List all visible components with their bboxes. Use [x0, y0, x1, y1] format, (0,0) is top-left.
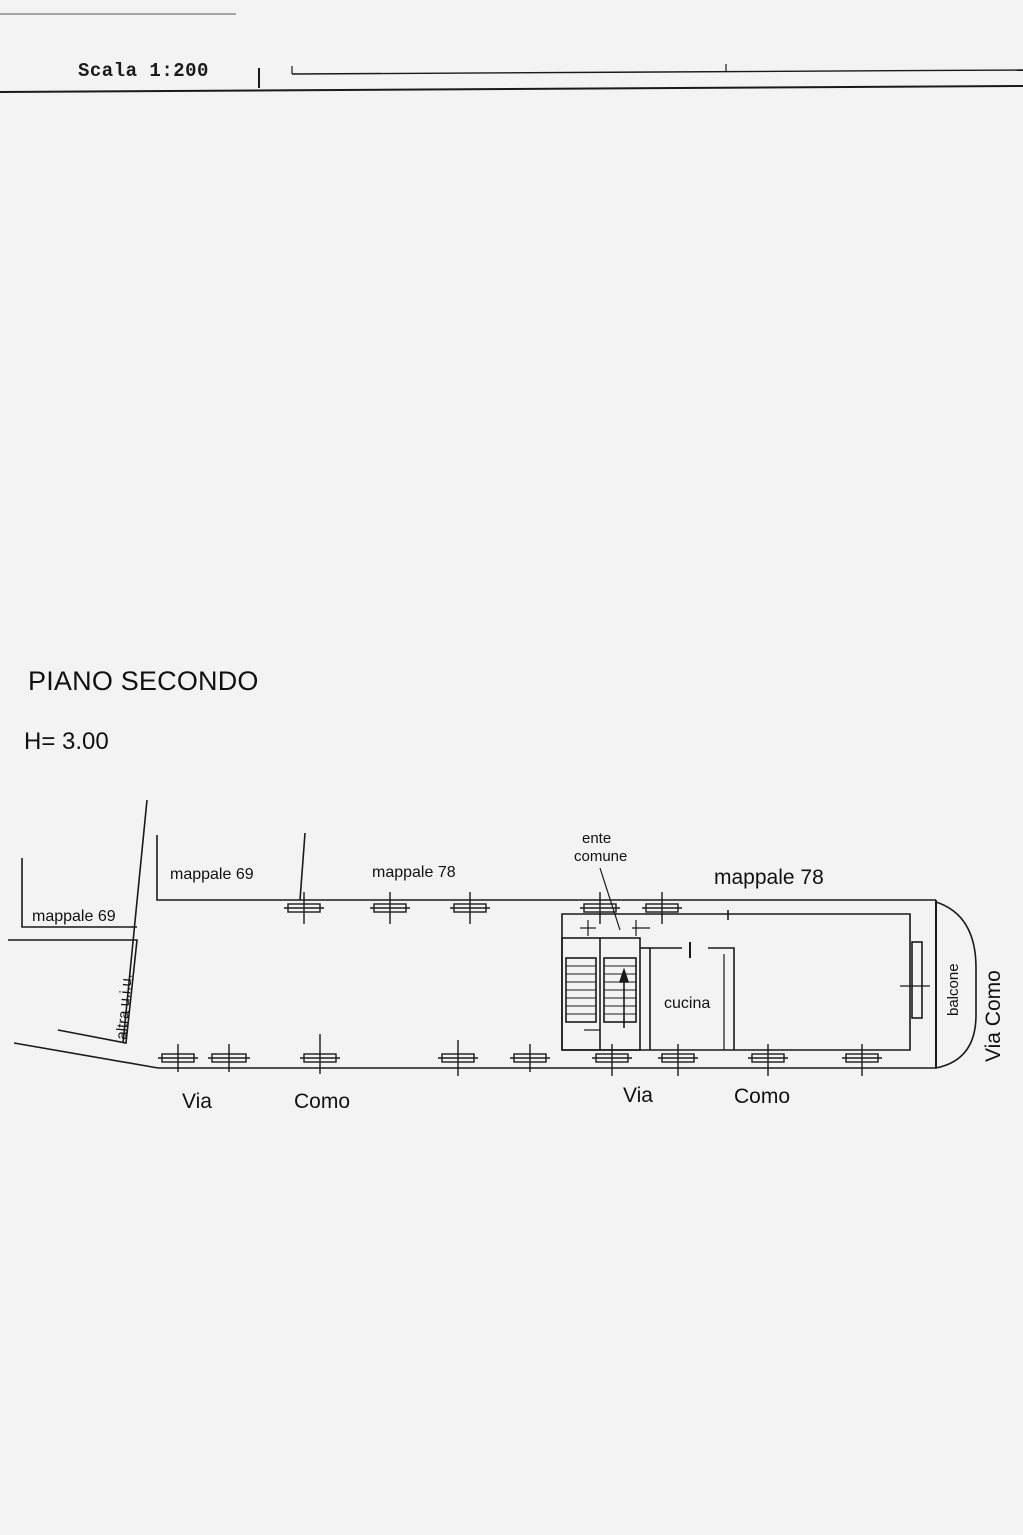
- label-como-right: Como: [734, 1085, 790, 1108]
- header-rule: [0, 85, 1023, 93]
- label-altra-uiu: altra u.i.u.: [113, 973, 136, 1040]
- label-via-como-vertical: Via Como: [982, 970, 1005, 1062]
- ceiling-height: H= 3.00: [24, 728, 109, 755]
- label-via-left: Via: [182, 1090, 212, 1113]
- windows-top: [284, 892, 682, 924]
- label-mappale-78-right: mappale 78: [714, 866, 824, 889]
- label-ente: ente: [582, 830, 611, 847]
- stair-block: [561, 937, 641, 1051]
- label-balcone: balcone: [945, 963, 962, 1016]
- label-mappale-69-top: mappale 69: [170, 866, 254, 883]
- label-mappale-69-left: mappale 69: [32, 908, 116, 925]
- street-edge-left: [13, 1042, 159, 1069]
- corridor-top-wall: [156, 835, 936, 901]
- leader-line: [599, 867, 621, 931]
- party-wall-stub: [299, 832, 306, 901]
- parcel-69-left-boundary: [21, 858, 137, 928]
- label-como-left: Como: [294, 1090, 350, 1113]
- parcel-boundary-diagonal: [122, 799, 148, 1044]
- windows-bottom: [158, 1034, 882, 1076]
- label-mappale-78-mid: mappale 78: [372, 864, 456, 881]
- floor-title: PIANO SECONDO: [28, 666, 259, 696]
- scale-label: Scala 1:200: [78, 60, 209, 82]
- header-rule-right: [291, 69, 1023, 75]
- label-cucina: cucina: [664, 995, 710, 1012]
- balcony-arc: [935, 901, 977, 1069]
- label-via-right: Via: [623, 1084, 653, 1107]
- altra-uiu-boundary: [8, 939, 138, 1044]
- label-comune: comune: [574, 848, 627, 865]
- balcony-door: [911, 941, 923, 1019]
